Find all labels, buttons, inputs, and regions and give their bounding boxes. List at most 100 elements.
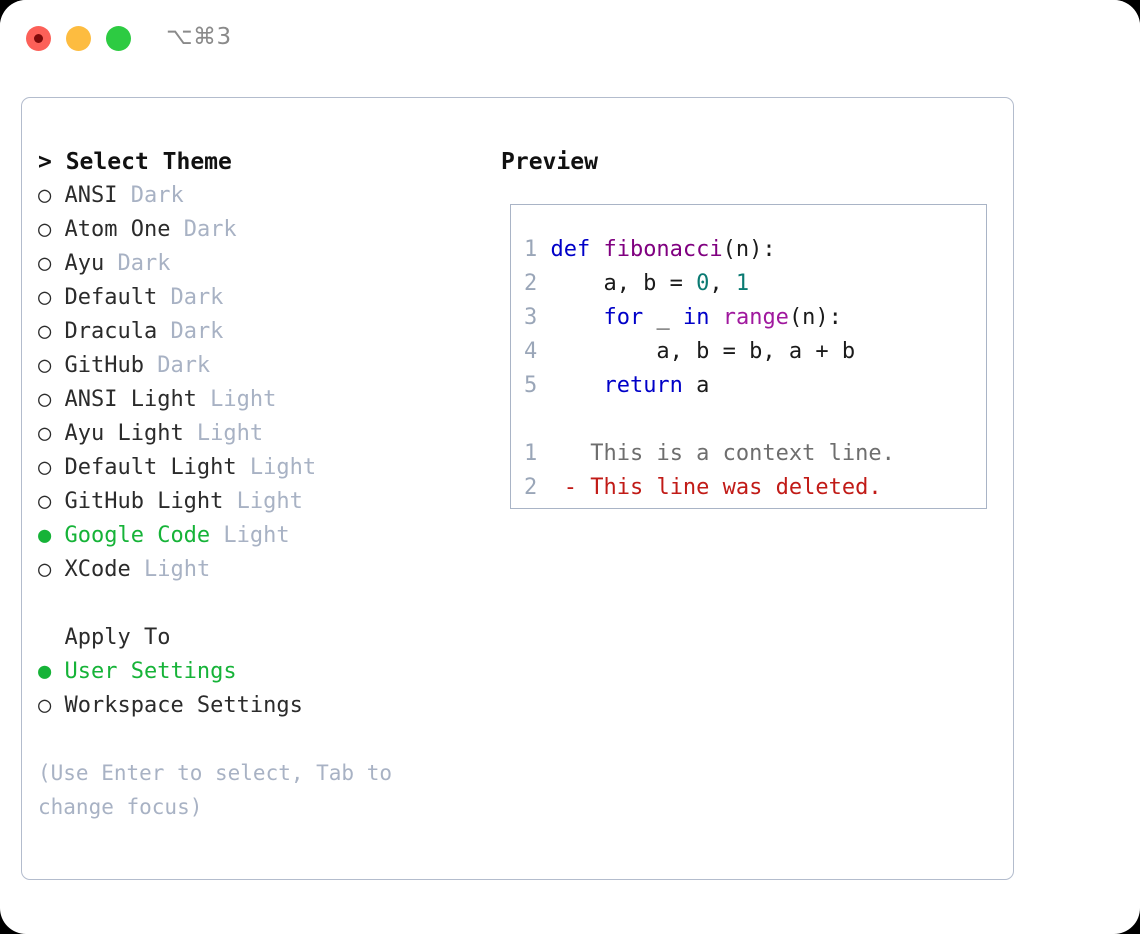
theme-variant-badge: Dark [104,251,171,276]
code-token: _ [643,305,683,330]
code-line: 1 def fibonacci(n): [511,233,986,267]
radio-unselected-icon: ○ [38,557,52,582]
radio-unselected-icon: ○ [38,693,52,718]
theme-option-google-code[interactable]: ● Google Code Light [38,519,478,553]
theme-option-default-light[interactable]: ○ Default Light Light [38,451,478,485]
theme-name: GitHub Light [51,489,224,514]
radio-unselected-icon: ○ [38,217,52,242]
apply-to-heading: Apply To [38,621,478,655]
code-token: a [682,373,710,398]
code-preview-spacer [511,403,986,437]
diff-line-number: 1 [524,441,538,466]
diff-marker [550,441,590,466]
code-token: return [603,373,683,398]
code-token [550,373,603,398]
theme-option-ansi[interactable]: ○ ANSI Dark [38,179,478,213]
theme-list[interactable]: ○ ANSI Dark○ Atom One Dark○ Ayu Dark○ De… [38,179,478,587]
theme-name: ANSI [51,183,118,208]
code-line-number: 3 [524,305,538,330]
code-line: 2 a, b = 0, 1 [511,267,986,301]
recording-indicator-icon [34,34,43,43]
code-token: a, b = [550,271,697,296]
code-line: 4 a, b = b, a + b [511,335,986,369]
radio-unselected-icon: ○ [38,183,52,208]
diff-marker: - [550,475,591,500]
code-token: range [722,305,789,330]
theme-option-default[interactable]: ○ Default Dark [38,281,478,315]
keyboard-shortcut-label: ⌥⌘3 [166,24,232,50]
diff-text: This line was deleted. [590,475,882,500]
theme-option-dracula[interactable]: ○ Dracula Dark [38,315,478,349]
radio-unselected-icon: ○ [38,353,52,378]
theme-variant-badge: Light [210,523,290,548]
code-token: (n): [722,237,776,262]
theme-name: ANSI Light [51,387,197,412]
theme-name: Atom One [51,217,171,242]
code-line-number: 1 [524,237,538,262]
radio-unselected-icon: ○ [38,251,52,276]
code-token [709,305,722,330]
code-line: 3 for _ in range(n): [511,301,986,335]
keyboard-hint-text: (Use Enter to select, Tab to change focu… [38,761,393,819]
theme-option-ayu[interactable]: ○ Ayu Dark [38,247,478,281]
apply-to-label: Apply To [64,625,171,650]
theme-variant-badge: Dark [170,217,237,242]
theme-variant-badge: Light [130,557,211,582]
code-line-number: 4 [524,339,538,364]
theme-option-atom-one[interactable]: ○ Atom One Dark [38,213,478,247]
select-theme-label: Select Theme [65,149,232,175]
theme-name: Default [51,285,158,310]
theme-option-github-light[interactable]: ○ GitHub Light Light [38,485,478,519]
diff-line: 1 This is a context line. [511,437,986,471]
code-line: 5 return a [511,369,986,403]
theme-variant-badge: Dark [157,319,224,344]
theme-option-ayu-light[interactable]: ○ Ayu Light Light [38,417,478,451]
theme-variant-badge: Dark [143,353,211,378]
code-token: fibonacci [603,237,723,262]
code-token: (n): [788,305,842,330]
apply-to-list[interactable]: ● User Settings○ Workspace Settings [38,655,478,723]
theme-name: GitHub [51,353,144,378]
title-bar: ⌥⌘3 [0,0,1140,78]
code-token: a, b = b, a + b [550,339,856,364]
theme-picker-panel: > Select Theme ○ ANSI Dark○ Atom One Dar… [21,97,1014,880]
radio-unselected-icon: ○ [38,455,52,480]
theme-name: Ayu Light [51,421,184,446]
radio-unselected-icon: ○ [38,319,52,344]
apply-to-name: Workspace Settings [51,693,303,718]
theme-variant-badge: Dark [117,183,184,208]
code-token: in [682,305,710,330]
apply-to-option-user-settings[interactable]: ● User Settings [38,655,478,689]
theme-name: Google Code [51,523,211,548]
code-line-number: 5 [524,373,538,398]
code-token: , [709,271,736,296]
preview-heading: Preview [501,149,598,175]
diff-line: 2 - This line was deleted. [511,471,986,505]
maximize-window-button[interactable] [106,26,131,51]
radio-unselected-icon: ○ [38,387,52,412]
code-token [550,305,603,330]
theme-variant-badge: Dark [157,285,224,310]
theme-option-ansi-light[interactable]: ○ ANSI Light Light [38,383,478,417]
radio-unselected-icon: ○ [38,489,52,514]
apply-to-option-workspace-settings[interactable]: ○ Workspace Settings [38,689,478,723]
theme-name: Default Light [51,455,237,480]
theme-name: Dracula [51,319,158,344]
code-token: def [550,237,604,262]
code-token: for [603,305,644,330]
diff-line-number: 2 [524,475,538,500]
prompt-caret-icon: > [38,149,66,175]
theme-name: XCode [51,557,131,582]
theme-option-xcode[interactable]: ○ XCode Light [38,553,478,587]
minimize-window-button[interactable] [66,26,91,51]
radio-unselected-icon: ○ [38,285,52,310]
select-theme-heading: > Select Theme [38,145,478,179]
code-line-number: 2 [524,271,538,296]
theme-name: Ayu [51,251,105,276]
theme-option-github[interactable]: ○ GitHub Dark [38,349,478,383]
diff-text: This is a context line. [590,441,895,466]
theme-selection-column: > Select Theme ○ ANSI Dark○ Atom One Dar… [38,145,478,824]
apply-to-name: User Settings [51,659,237,684]
